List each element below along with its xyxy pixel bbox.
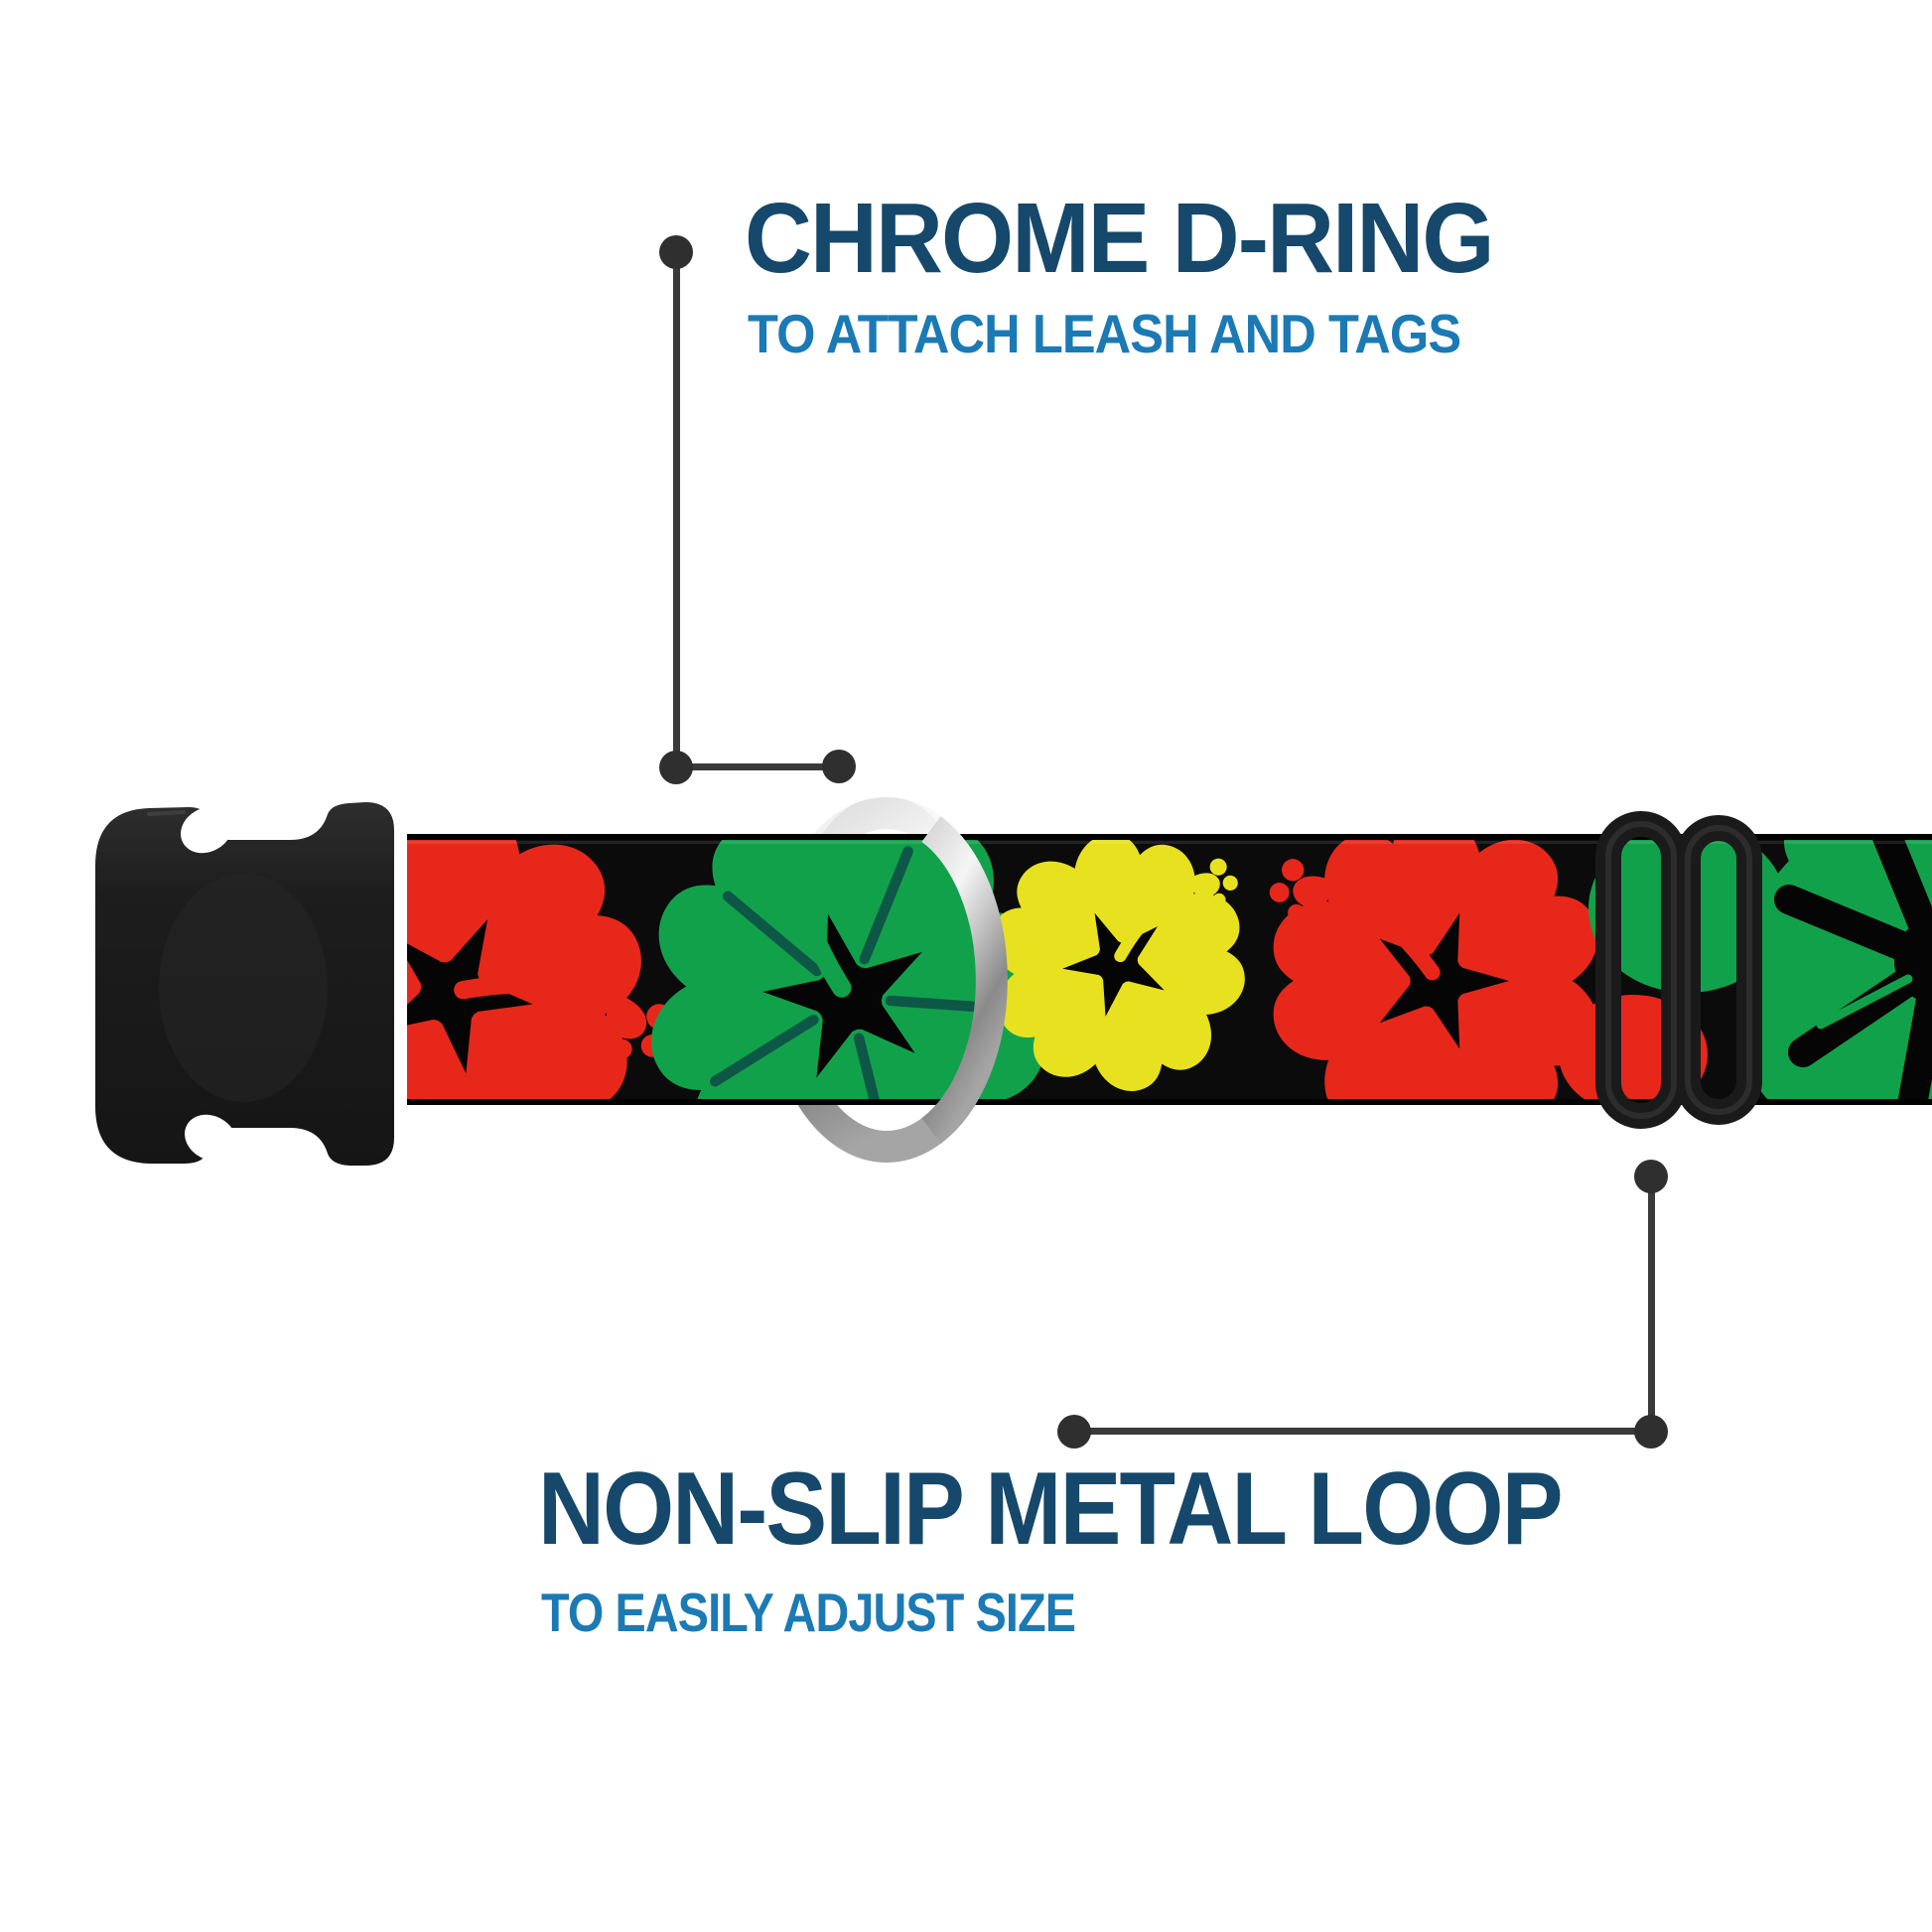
loop-callout-line-horizontal	[1074, 1428, 1651, 1435]
dring-callout-line-horizontal	[676, 763, 839, 770]
slider	[1595, 811, 1762, 1129]
loop-callout-line-vertical	[1648, 1176, 1655, 1432]
d-ring-front	[921, 816, 1008, 1144]
loop-callout-subtitle: TO EASILY ADJUST SIZE	[541, 1582, 1076, 1643]
dring-callout-dot-corner	[659, 751, 693, 784]
monstera-green	[1747, 834, 1932, 1105]
heart-accent	[1384, 861, 1430, 904]
dring-callout-subtitle: TO ATTACH LEASH AND TAGS	[748, 303, 1461, 364]
dring-callout-dot-top	[659, 235, 693, 269]
dring-callout-title: CHROME D-RING	[745, 183, 1495, 294]
dring-callout-dot-end	[822, 750, 856, 783]
loop-callout-title: NON-SLIP METAL LOOP	[538, 1451, 1563, 1567]
loop-callout-dot-end	[1057, 1415, 1091, 1449]
dring-callout-line-vertical	[673, 252, 680, 767]
loop-callout-dot-corner	[1634, 1415, 1668, 1449]
loop-callout-dot-top	[1634, 1160, 1668, 1193]
buckle	[95, 802, 394, 1166]
